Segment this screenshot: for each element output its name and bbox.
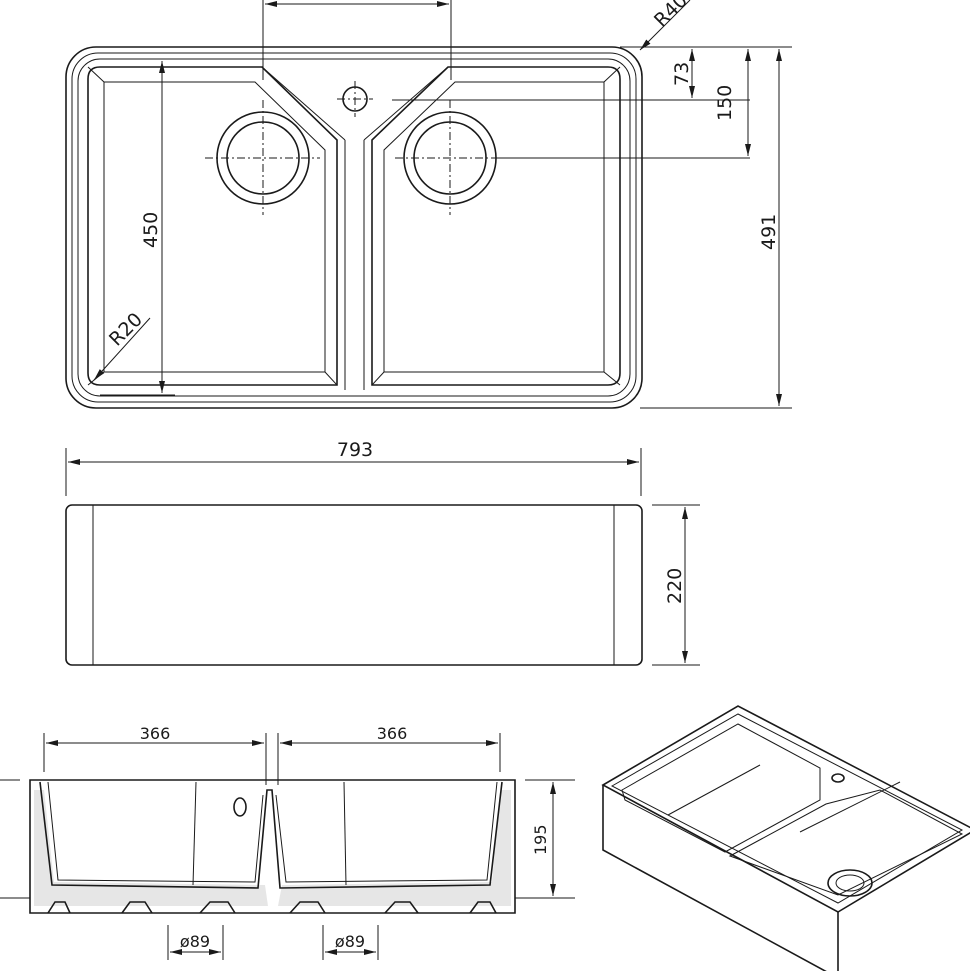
left-waste-icon bbox=[216, 111, 310, 205]
dim-73: 73 bbox=[671, 62, 693, 86]
dim-491: 491 bbox=[758, 214, 780, 250]
section-view: 366 366 195 ø89 ø89 bbox=[0, 724, 575, 960]
iso-waste-icon bbox=[827, 869, 873, 897]
dim-r40: R40 bbox=[650, 0, 692, 32]
left-bowl-outline bbox=[87, 66, 338, 386]
dim-366-right: 366 bbox=[377, 724, 408, 743]
dim-waste-right: ø89 bbox=[335, 932, 365, 951]
right-bowl-outline bbox=[371, 66, 621, 386]
dim-waste-left: ø89 bbox=[180, 932, 210, 951]
dim-r20: R20 bbox=[105, 309, 147, 351]
front-view: 220 bbox=[65, 504, 700, 666]
dim-150: 150 bbox=[714, 85, 736, 121]
dim-366-left: 366 bbox=[140, 724, 171, 743]
isometric-view bbox=[601, 705, 970, 971]
top-view: R40 73 150 491 450 R20 bbox=[65, 0, 792, 409]
dim-195: 195 bbox=[531, 824, 550, 855]
dim-450: 450 bbox=[140, 212, 162, 248]
iso-tap-hole-icon bbox=[831, 773, 845, 783]
dim-220: 220 bbox=[664, 568, 686, 604]
dim-793: 793 bbox=[337, 439, 373, 461]
